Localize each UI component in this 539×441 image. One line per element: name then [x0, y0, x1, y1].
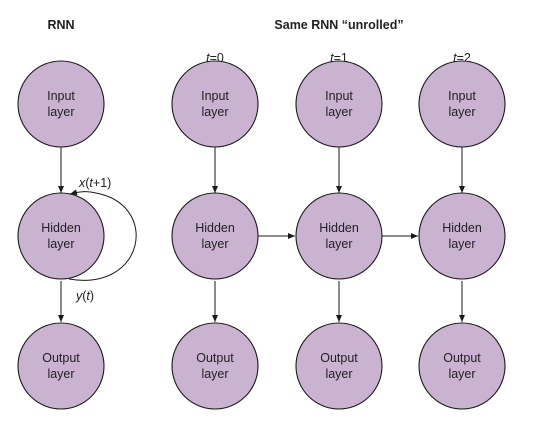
node-label-line1: Output	[196, 351, 234, 365]
node-label-line2: layer	[47, 237, 74, 251]
node-label-line1: Output	[320, 351, 358, 365]
input-node-t1: Input layer	[295, 60, 383, 148]
node-label-line2: layer	[448, 367, 475, 381]
node-label-line2: layer	[47, 105, 74, 119]
node-label-line1: Input	[47, 89, 75, 103]
hidden-node-rnn: Hidden layer	[17, 192, 105, 280]
output-node-t2: Output layer	[418, 322, 506, 410]
input-node-t0: Input layer	[171, 60, 259, 148]
loop-input-label: x(t+1)	[78, 176, 111, 190]
loop-output-label: y(t)	[75, 289, 94, 303]
node-label-line1: Hidden	[41, 221, 81, 235]
node-label-line1: Output	[42, 351, 80, 365]
node-label-line2: layer	[201, 105, 228, 119]
node-label-line1: Hidden	[319, 221, 359, 235]
input-node-rnn: Input layer	[17, 60, 105, 148]
node-label-line1: Input	[325, 89, 353, 103]
node-label-line2: layer	[47, 367, 74, 381]
rnn-header: RNN	[47, 18, 74, 32]
unrolled-header: Same RNN “unrolled”	[274, 18, 403, 32]
hidden-node-t2: Hidden layer	[418, 192, 506, 280]
node-label-line2: layer	[201, 367, 228, 381]
node-label-line2: layer	[201, 237, 228, 251]
output-node-rnn: Output layer	[17, 322, 105, 410]
node-label-line1: Hidden	[442, 221, 482, 235]
input-node-t2: Input layer	[418, 60, 506, 148]
node-label-line1: Input	[448, 89, 476, 103]
node-label-line2: layer	[325, 105, 352, 119]
node-label-line1: Input	[201, 89, 229, 103]
hidden-node-t0: Hidden layer	[171, 192, 259, 280]
hidden-node-t1: Hidden layer	[295, 192, 383, 280]
recurrent-loop-arrow	[68, 189, 137, 281]
output-node-t0: Output layer	[171, 322, 259, 410]
node-label-line2: layer	[448, 105, 475, 119]
node-label-line2: layer	[325, 237, 352, 251]
node-label-line1: Hidden	[195, 221, 235, 235]
node-label-line2: layer	[448, 237, 475, 251]
node-label-line2: layer	[325, 367, 352, 381]
output-node-t1: Output layer	[295, 322, 383, 410]
node-label-line1: Output	[443, 351, 481, 365]
